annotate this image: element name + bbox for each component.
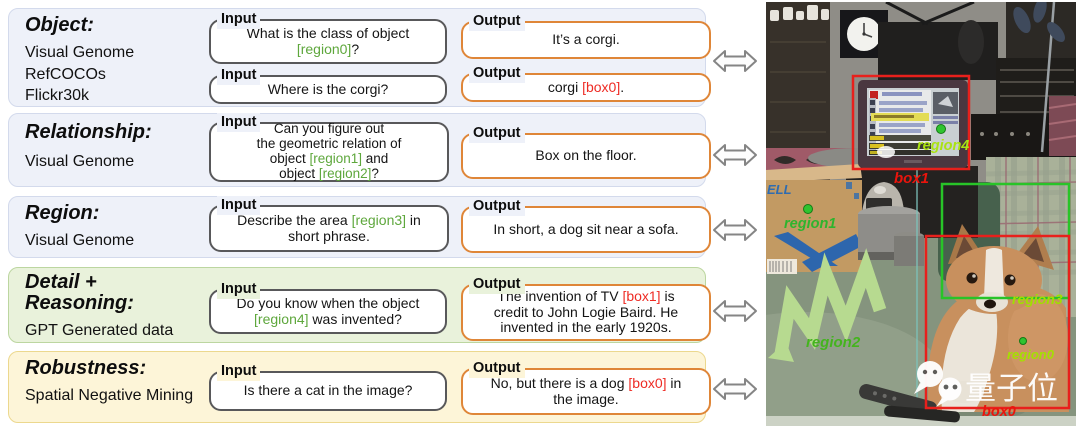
- input-text: Describe the area [region3] in short phr…: [237, 211, 421, 244]
- output-text: It’s a corgi.: [552, 31, 620, 48]
- region2-label: region2: [806, 334, 861, 351]
- output-bubble: Output Box on the floor.: [461, 124, 711, 179]
- output-text: The invention of TV [box1] is credit to …: [493, 287, 679, 336]
- output-tag: Output: [469, 12, 525, 31]
- region4-dot: [936, 124, 946, 134]
- source-label: Visual Genome: [25, 44, 135, 62]
- source-label: Spatial Negative Mining: [25, 387, 194, 405]
- region0-label: region0: [1007, 347, 1055, 362]
- scene-photo: ELL: [766, 2, 1076, 426]
- lamp-shades: [1013, 2, 1065, 42]
- output-text: No, but there is a dog [box0] in the ima…: [490, 374, 682, 407]
- output-tag: Output: [469, 275, 525, 294]
- input-text: Do you know when the object [region4] wa…: [236, 294, 420, 327]
- bidirectional-arrow-icon: [713, 300, 757, 322]
- tv-antenna: [878, 2, 998, 80]
- output-bubble: Output corgi [box0].: [461, 64, 711, 102]
- input-text: What is the class of object [region0]?: [246, 24, 410, 57]
- output-text: In short, a dog sit near a sofa.: [493, 220, 679, 237]
- waste-basket: [894, 236, 924, 266]
- remote-controls: [859, 384, 960, 423]
- source-label: Flickr30k: [25, 87, 90, 105]
- box1-label: box1: [894, 170, 929, 187]
- bidirectional-arrow-icon: [713, 378, 757, 400]
- row-title: Region:: [25, 202, 100, 224]
- bidirectional-arrow-icon: [713, 219, 757, 241]
- input-tag: Input: [217, 66, 261, 85]
- output-tag: Output: [469, 359, 525, 378]
- category-detail-reasoning: Detail + Reasoning: GPT Generated data: [25, 271, 215, 342]
- region3-label: region3: [1012, 291, 1063, 307]
- region0-dot: [1019, 337, 1027, 345]
- dell-box: ELL: [766, 164, 862, 274]
- input-bubble: Input Where is the corgi?: [209, 66, 447, 104]
- input-text: Can you figure out the geometric relatio…: [256, 121, 402, 181]
- input-tag: Input: [217, 10, 261, 29]
- bbox-box0: [924, 234, 1071, 410]
- watermark-text: 量子位: [965, 371, 1058, 406]
- input-bubble: Input Do you know when the object [regio…: [209, 280, 447, 334]
- output-bubble: Output It’s a corgi.: [461, 12, 711, 59]
- row-relationship: Relationship: Visual Genome Input Can yo…: [8, 113, 711, 187]
- input-text: Where is the corgi?: [267, 80, 389, 97]
- category-region: Region: Visual Genome: [25, 202, 215, 252]
- category-robustness: Robustness: Spatial Negative Mining: [25, 357, 215, 407]
- corgi-nose: [984, 299, 996, 309]
- input-tag: Input: [217, 362, 261, 381]
- source-label: Visual Genome: [25, 153, 135, 171]
- output-text: corgi [box0].: [547, 78, 625, 95]
- region2-scribble: [768, 248, 887, 362]
- bidirectional-arrow-icon: [713, 144, 757, 166]
- output-tag: Output: [469, 124, 525, 143]
- row-title: Detail + Reasoning:: [25, 271, 134, 315]
- pedestal-table: [858, 182, 924, 266]
- output-tag: Output: [469, 197, 525, 216]
- row-object: Object: Visual Genome RefCOCOs Flickr30k…: [8, 8, 711, 107]
- barcode-label: [767, 259, 797, 274]
- mugs: [770, 5, 829, 21]
- source-label: Visual Genome: [25, 232, 135, 250]
- wechat-icon: [914, 361, 962, 407]
- category-relationship: Relationship: Visual Genome: [25, 121, 215, 173]
- tv: [858, 80, 968, 168]
- row-robustness: Robustness: Spatial Negative Mining Inpu…: [8, 351, 711, 423]
- region1-dot: [803, 204, 813, 214]
- output-bubble: Output No, but there is a dog [box0] in …: [461, 359, 711, 415]
- output-text: Box on the floor.: [535, 147, 637, 164]
- input-bubble: Input Describe the area [region3] in sho…: [209, 196, 449, 252]
- bidirectional-arrow-icon: [713, 50, 757, 72]
- input-bubble: Input Is there a cat in the image?: [209, 362, 447, 411]
- input-bubble: Input What is the class of object [regio…: [209, 10, 447, 64]
- output-tag: Output: [469, 64, 525, 83]
- source-label: RefCOCOs: [25, 65, 106, 83]
- watermark: 量子位: [914, 361, 1058, 407]
- row-region: Region: Visual Genome Input Describe the…: [8, 196, 711, 258]
- output-bubble: Output In short, a dog sit near a sofa.: [461, 197, 711, 253]
- annotation-labels: region4 box1 region1 region2 region3 reg…: [784, 138, 1063, 420]
- region4-label: region4: [917, 138, 969, 154]
- row-title: Relationship:: [25, 121, 152, 143]
- input-tag: Input: [217, 196, 261, 215]
- bbox-box1: [851, 74, 971, 171]
- input-tag: Input: [217, 280, 261, 299]
- row-detail-reasoning: Detail + Reasoning: GPT Generated data I…: [8, 267, 711, 343]
- output-bubble: Output The invention of TV [box1] is cre…: [461, 275, 711, 341]
- category-object: Object: Visual Genome RefCOCOs Flickr30k: [25, 14, 215, 107]
- row-title: Object:: [25, 14, 94, 36]
- row-title: Robustness:: [25, 357, 147, 379]
- input-tag: Input: [217, 113, 261, 132]
- corgi: [928, 224, 1069, 412]
- input-bubble: Input Can you figure out the geometric r…: [209, 113, 449, 182]
- box0-label: box0: [982, 404, 1016, 420]
- region1-label: region1: [784, 216, 836, 232]
- source-label: GPT Generated data: [25, 322, 174, 340]
- input-text: Is there a cat in the image?: [243, 382, 413, 399]
- dell-logo-text: ELL: [767, 182, 792, 197]
